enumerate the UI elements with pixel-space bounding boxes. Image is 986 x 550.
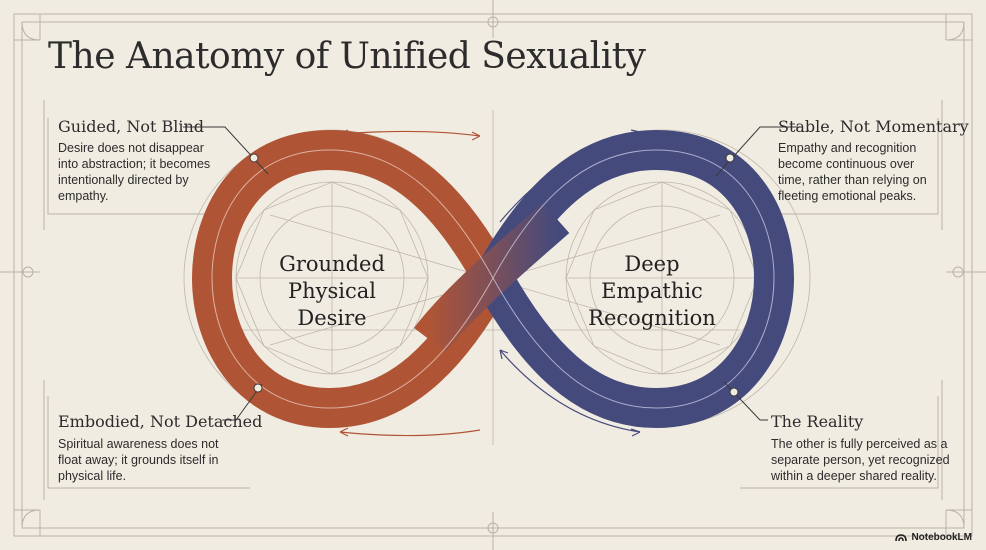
flow-arrows — [339, 129, 641, 437]
notebooklm-watermark: NotebookLM — [895, 532, 972, 543]
brand-label: NotebookLM — [911, 532, 972, 543]
annotation-line: separate person, yet recognized — [771, 453, 950, 467]
annotation-top-right-heading: Stable, Not Momentary — [778, 117, 969, 136]
right-loop-label: Deep Empathic Recognition — [572, 251, 732, 332]
annotation-line: Spiritual awareness does not — [58, 437, 219, 451]
page-title: The Anatomy of Unified Sexuality — [48, 36, 646, 77]
annotation-top-right-text: Empathy and recognition become continuou… — [778, 140, 938, 204]
crossing-band — [414, 203, 570, 353]
left-loop-line-2: Physical — [287, 279, 376, 303]
left-loop-line-1: Grounded — [279, 252, 385, 276]
right-loop-line-2: Empathic — [601, 279, 703, 303]
annotation-line: physical life. — [58, 469, 127, 483]
annotation-line: The other is fully perceived as a — [771, 437, 948, 451]
annotation-line: Desire does not disappear — [58, 141, 204, 155]
annotation-line: into abstraction; it becomes — [58, 157, 211, 171]
annotation-bottom-right-text: The other is fully perceived as a separa… — [771, 436, 971, 484]
left-loop-line-3: Desire — [297, 306, 367, 330]
right-loop-line-1: Deep — [624, 252, 680, 276]
annotation-line: intentionally directed by — [58, 173, 189, 187]
left-loop-label: Grounded Physical Desire — [254, 251, 410, 332]
annotation-line: fleeting emotional peaks. — [778, 189, 917, 203]
annotation-line: Empathy and recognition — [778, 141, 917, 155]
notebooklm-logo-icon — [895, 534, 908, 542]
annotation-line: within a deeper shared reality. — [771, 469, 937, 483]
annotation-bottom-right-heading: The Reality — [771, 412, 864, 431]
annotation-top-left-heading: Guided, Not Blind — [58, 117, 205, 136]
annotation-bottom-left-text: Spiritual awareness does not float away;… — [58, 436, 258, 484]
right-loop-line-3: Recognition — [588, 306, 716, 330]
annotation-bottom-left-heading: Embodied, Not Detached — [58, 412, 263, 431]
infinity-loop — [191, 129, 795, 429]
annotation-line: float away; it grounds itself in — [58, 453, 219, 467]
annotation-top-left-text: Desire does not disappear into abstracti… — [58, 140, 258, 204]
leader-lines — [183, 126, 803, 421]
annotation-line: time, rather than relying on — [778, 173, 927, 187]
annotation-line: become continuous over — [778, 157, 915, 171]
annotation-line: empathy. — [58, 189, 109, 203]
